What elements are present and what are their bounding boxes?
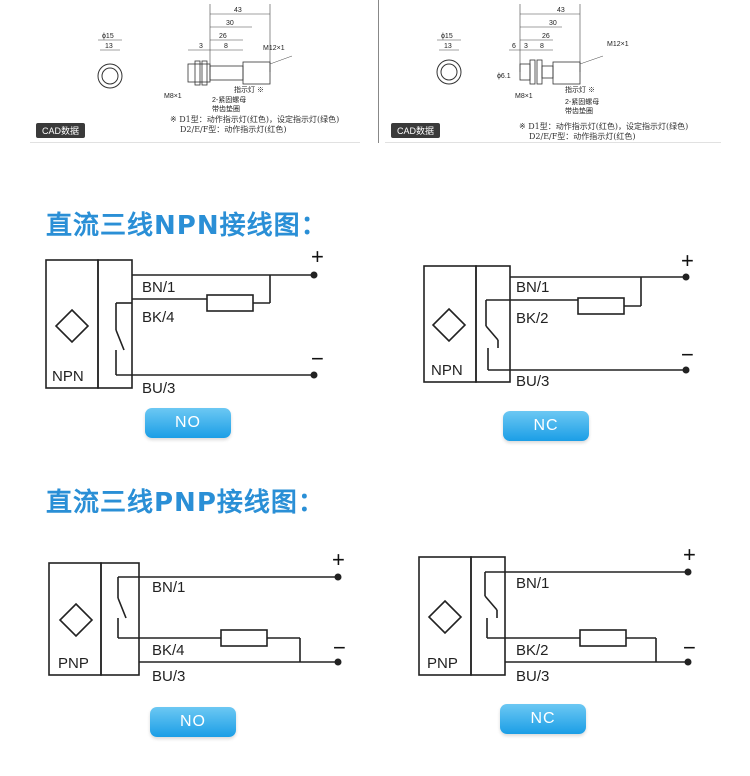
note-line-1: ※ D1型：动作指示灯(红色)，设定指示灯(绿色) [170, 115, 340, 124]
terminal-dot [334, 658, 342, 666]
dim-l1: 43 [557, 7, 565, 14]
wire-label-bk: BK/4 [152, 642, 185, 659]
terminal-dot [682, 273, 690, 281]
wire-label-bu: BU/3 [516, 373, 549, 390]
npn-no-diagram [45, 259, 314, 389]
wire-label-bu: BU/3 [152, 668, 185, 685]
plus-sign: + [311, 244, 324, 269]
note-line-2: D2/E/F型：动作指示灯(红色) [529, 132, 636, 141]
minus-sign: − [681, 342, 694, 367]
pnp-section-title: 直流三线PNP接线图： [46, 488, 325, 518]
sensor-type-label: NPN [52, 368, 84, 385]
terminal-dot [682, 366, 690, 374]
no-button[interactable]: NO [145, 408, 231, 438]
dim-l4: 3 [199, 43, 203, 50]
plus-sign: + [681, 248, 694, 273]
nc-button[interactable]: NC [503, 411, 589, 441]
label-thread-out: M12×1 [263, 45, 285, 52]
label-nut: 2-紧固螺母 [212, 95, 246, 104]
note-line-2: D2/E/F型：动作指示灯(红色) [180, 125, 287, 134]
dim-l5: 8 [224, 43, 228, 50]
label-thread-in: M8×1 [164, 93, 182, 100]
sensor-dimension-drawing-right: 43 30 26 6 3 8 ϕ15 13 ϕ6.1 M12×1 M8×1 指示… [385, 4, 721, 143]
panel-divider [378, 0, 379, 143]
npn-nc-diagram [423, 265, 686, 383]
minus-sign: − [683, 635, 696, 660]
terminal-dot [310, 371, 318, 379]
wire-label-bn: BN/1 [142, 279, 175, 296]
wire-label-bn: BN/1 [152, 579, 185, 596]
no-button[interactable]: NO [150, 707, 236, 737]
dim-l4: 6 [512, 43, 516, 50]
wire-label-bn: BN/1 [516, 279, 549, 296]
dim-l2: 30 [226, 20, 234, 27]
label-washer: 带齿垫圈 [212, 104, 240, 113]
label-lamp: 指示灯 ※ [565, 85, 595, 94]
top-drawing-panel-left: 43 30 26 3 8 ϕ15 13 M12×1 M8×1 指示灯 ※ 2-紧… [30, 0, 360, 143]
terminal-dot [684, 568, 692, 576]
dim-l3: 26 [219, 33, 227, 40]
cad-data-tag[interactable]: CAD数据 [391, 123, 441, 138]
dim-d2: 13 [444, 43, 452, 50]
wire-label-bn: BN/1 [516, 575, 549, 592]
dim-l2: 30 [549, 20, 557, 27]
dim-d1: ϕ15 [102, 33, 114, 40]
top-drawing-panel-right: 43 30 26 6 3 8 ϕ15 13 ϕ6.1 M12×1 M8×1 指示… [385, 0, 721, 143]
dim-l3: 26 [542, 33, 550, 40]
label-thread-out: M12×1 [607, 41, 629, 48]
wire-label-bu: BU/3 [516, 668, 549, 685]
minus-sign: − [333, 635, 346, 660]
wire-label-bk: BK/2 [516, 642, 549, 659]
sensor-type-label: NPN [431, 362, 463, 379]
plus-sign: + [683, 542, 696, 567]
sensor-dimension-drawing-left: 43 30 26 3 8 ϕ15 13 M12×1 M8×1 指示灯 ※ 2-紧… [30, 4, 360, 143]
label-nut: 2-紧固螺母 [565, 97, 599, 106]
sensor-type-label: PNP [427, 655, 458, 672]
label-thread-in: M8×1 [515, 93, 533, 100]
nc-button[interactable]: NC [500, 704, 586, 734]
label-washer: 带齿垫圈 [565, 106, 593, 115]
minus-sign: − [311, 346, 324, 371]
note-line-1: ※ D1型：动作指示灯(红色)，设定指示灯(绿色) [519, 122, 689, 131]
wire-label-bu: BU/3 [142, 380, 175, 397]
npn-section-title: 直流三线NPN接线图： [46, 211, 328, 241]
dim-d2: 13 [105, 43, 113, 50]
cad-data-tag[interactable]: CAD数据 [36, 123, 86, 138]
dim-l6: 8 [540, 43, 544, 50]
dim-d1: ϕ15 [441, 33, 453, 40]
dim-l1: 43 [234, 7, 242, 14]
wire-label-bk: BK/4 [142, 309, 175, 326]
pnp-no-diagram [48, 562, 338, 676]
pnp-nc-diagram [418, 556, 688, 676]
dim-d3: ϕ6.1 [497, 73, 511, 80]
wire-label-bk: BK/2 [516, 310, 549, 327]
dim-l5: 3 [524, 43, 528, 50]
sensor-type-label: PNP [58, 655, 89, 672]
terminal-dot [310, 271, 318, 279]
plus-sign: + [332, 547, 345, 572]
terminal-dot [334, 573, 342, 581]
terminal-dot [684, 658, 692, 666]
label-lamp: 指示灯 ※ [234, 85, 264, 94]
